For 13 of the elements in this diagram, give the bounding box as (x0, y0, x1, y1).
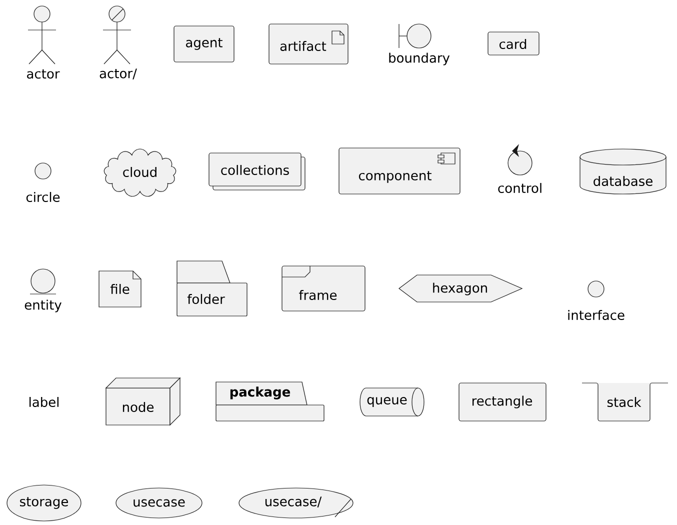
rectangle-box: rectangle (458, 382, 546, 422)
actor-figure: actor (27, 6, 60, 79)
artifact-box: artifact (268, 24, 348, 64)
stacked-box: collections (208, 152, 306, 190)
agent-box: agent (174, 26, 234, 62)
database-cylinder: database (580, 148, 666, 194)
actor-figure: actor/ (100, 6, 137, 80)
text-label: label (30, 396, 59, 408)
node-label: actor/ (100, 68, 137, 80)
frame-box: frame (282, 266, 366, 312)
card-box: card (488, 32, 540, 56)
node-label: actor (27, 69, 60, 79)
component-box: component (338, 148, 460, 194)
